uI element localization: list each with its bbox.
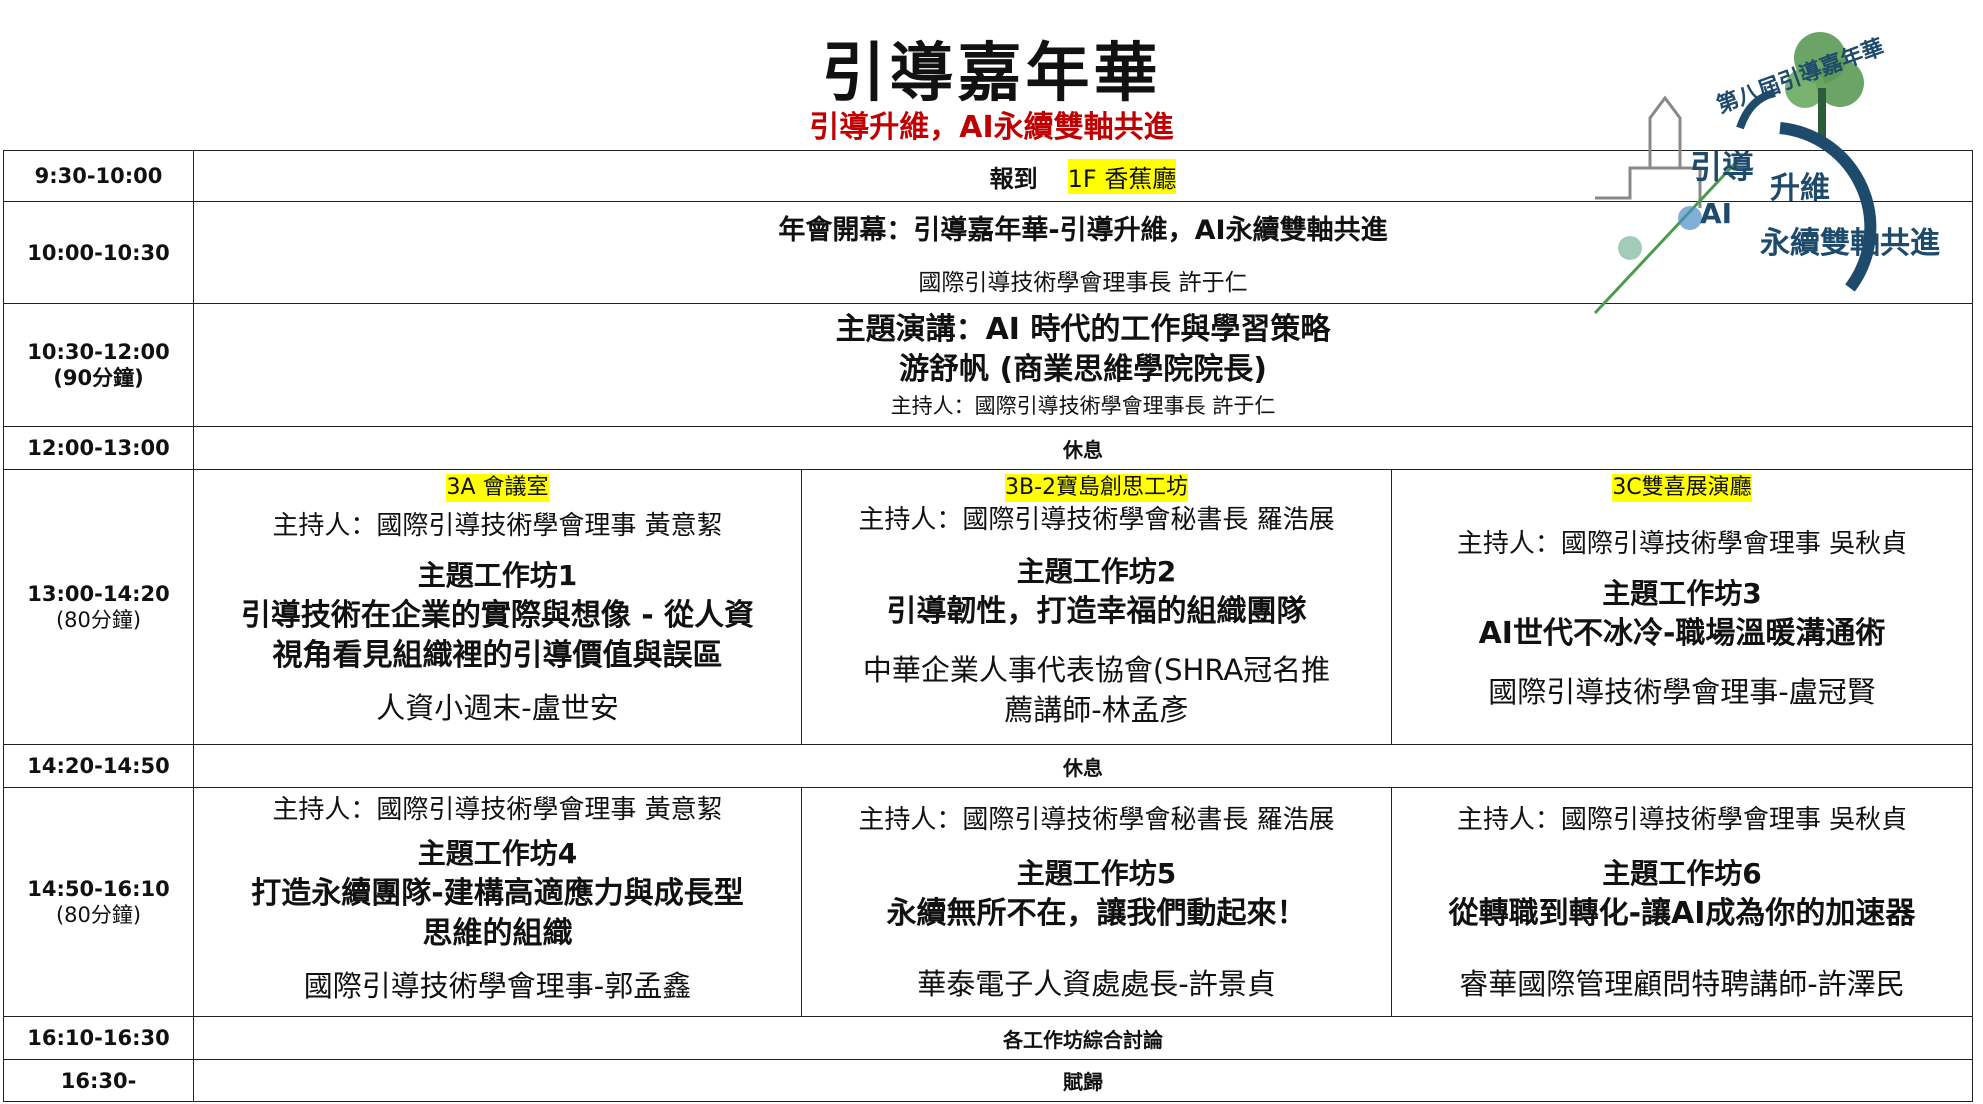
host-label: 主持人：國際引導技術學會秘書長 羅浩展 [858,505,1335,535]
time-cell: 10:00-10:30 [3,201,194,304]
page-title: 引導嘉年華 [821,37,1162,111]
break-cell: 休息 [193,744,1973,788]
keynote-speaker: 游舒帆 (商業思維學院院長) [899,352,1267,387]
speaker-label: 睿華國際管理顧問特聘講師-許澤民 [1459,967,1905,1001]
speaker-label: 人資小週末-盧世安 [376,691,619,725]
time-cell: 9:30-10:00 [3,150,194,202]
break-label: 休息 [1063,437,1103,462]
host-label: 主持人：國際引導技術學會理事 吳秋貞 [1456,529,1908,559]
speaker-label: 國際引導技術學會理事-盧冠賢 [1488,675,1876,709]
duration-label: (90分鐘) [53,366,144,390]
time-cell: 16:30- [3,1059,194,1102]
event-logo: 第八屆引導嘉年華 引導 升維 AI 永續雙軸共進 [1590,18,1980,318]
logo-graphic: 第八屆引導嘉年華 引導 升維 AI 永續雙軸共進 [1593,32,1940,315]
host-label: 主持人：國際引導技術學會理事 吳秋貞 [1456,805,1908,835]
logo-text: 引導 [1690,148,1754,186]
room-label: 1F 香蕉廳 [1067,158,1177,194]
session-label: 主題工作坊3 [1602,577,1762,610]
closing-label: 賦歸 [1063,1070,1103,1094]
opening-cell: 年會開幕：引導嘉年華-引導升維，AI永續雙軸共進 國際引導技術學會理事長 許于仁 [193,201,1973,304]
break-cell: 休息 [193,426,1973,470]
session-title: AI世代不冰冷-職場溫暖溝通術 [1478,616,1886,651]
session-title: 引導韌性，打造幸福的組織團隊 [886,594,1307,629]
speaker-label: 中華企業人事代表協會(SHRA冠名推 [862,653,1331,687]
workshop-4-cell: 主持人：國際引導技術學會理事 黃意絜 主題工作坊4 打造永續團隊-建構高適應力與… [193,787,802,1017]
workshop-5-cell: 主持人：國際引導技術學會秘書長 羅浩展 主題工作坊5 永續無所不在，讓我們動起來… [801,787,1392,1017]
discussion-cell: 各工作坊綜合討論 [193,1016,1973,1060]
time-cell: 14:50-16:10(80分鐘) [3,787,194,1017]
session-label: 主題工作坊6 [1602,857,1762,890]
speaker-label: 華泰電子人資處處長-許景貞 [917,967,1276,1001]
session-label: 主題工作坊5 [1016,857,1177,890]
room-label: 3C雙喜展演廳 [1612,474,1752,502]
session-title: 從轉職到轉化-讓AI成為你的加速器 [1448,896,1916,931]
time-label: 9:30-10:00 [34,164,163,188]
opening-speaker: 國際引導技術學會理事長 許于仁 [918,270,1248,296]
duration-label: (80分鐘) [55,903,142,927]
host-label: 主持人：國際引導技術學會理事 黃意絜 [272,795,723,825]
time-cell: 14:20-14:50 [3,744,194,788]
time-cell: 12:00-13:00 [3,426,194,470]
speaker-label: 薦講師-林孟彥 [1004,693,1189,727]
logo-text: 永續雙軸共進 [1760,226,1940,261]
room-label: 3A 會議室 [446,474,549,502]
time-label: 10:00-10:30 [27,240,170,265]
session-label: 主題工作坊4 [417,837,578,870]
time-cell: 13:00-14:20(80分鐘) [3,469,194,745]
page-subtitle: 引導升維，AI永續雙軸共進 [809,110,1174,145]
time-label: 12:00-13:00 [27,436,170,460]
workshop-2-cell: 3B-2寶島創思工坊 主持人：國際引導技術學會秘書長 羅浩展 主題工作坊2 引導… [801,469,1392,745]
speaker-label: 國際引導技術學會理事-郭孟鑫 [303,969,692,1003]
logo-text: 升維 [1770,171,1830,206]
time-label: 13:00-14:20 [27,582,170,606]
time-label: 16:30- [60,1068,137,1093]
time-cell: 16:10-16:30 [3,1016,194,1060]
session-title: 視角看見組織裡的引導價值與誤區 [272,638,723,673]
keynote-cell: 主題演講：AI 時代的工作與學習策略 游舒帆 (商業思維學院院長) 主持人：國際… [193,303,1973,427]
workshop-1-cell: 3A 會議室 主持人：國際引導技術學會理事 黃意絜 主題工作坊1 引導技術在企業… [193,469,802,745]
time-label: 14:20-14:50 [27,754,170,778]
session-label: 主題工作坊2 [1016,555,1177,588]
session-title: 打造永續團隊-建構高適應力與成長型 [251,876,744,911]
session-title: 思維的組織 [422,916,573,951]
keynote-title: 主題演講：AI 時代的工作與學習策略 [835,312,1331,347]
keynote-host: 主持人：國際引導技術學會理事長 許于仁 [890,394,1276,418]
duration-label: (80分鐘) [55,608,142,632]
checkin-label: 報到 [989,164,1038,193]
host-label: 主持人：國際引導技術學會秘書長 羅浩展 [858,805,1335,835]
time-cell: 10:30-12:00(90分鐘) [3,303,194,427]
session-title: 永續無所不在，讓我們動起來！ [886,896,1307,931]
workshop-3-cell: 3C雙喜展演廳 主持人：國際引導技術學會理事 吳秋貞 主題工作坊3 AI世代不冰… [1391,469,1973,745]
time-label: 10:30-12:00 [27,340,170,364]
workshop-6-cell: 主持人：國際引導技術學會理事 吳秋貞 主題工作坊6 從轉職到轉化-讓AI成為你的… [1391,787,1973,1017]
time-label: 16:10-16:30 [27,1026,170,1050]
closing-cell: 賦歸 [193,1059,1973,1102]
time-label: 14:50-16:10 [27,877,170,901]
session-label: 主題工作坊1 [417,559,578,592]
discussion-label: 各工作坊綜合討論 [1003,1027,1163,1052]
break-label: 休息 [1063,755,1103,780]
host-label: 主持人：國際引導技術學會理事 黃意絜 [272,511,723,541]
session-title: 引導技術在企業的實際與想像 - 從人資 [240,598,755,633]
room-label: 3B-2寶島創思工坊 [1004,474,1189,502]
opening-title: 年會開幕：引導嘉年華-引導升維，AI永續雙軸共進 [778,215,1388,246]
logo-text: AI [1700,197,1732,230]
